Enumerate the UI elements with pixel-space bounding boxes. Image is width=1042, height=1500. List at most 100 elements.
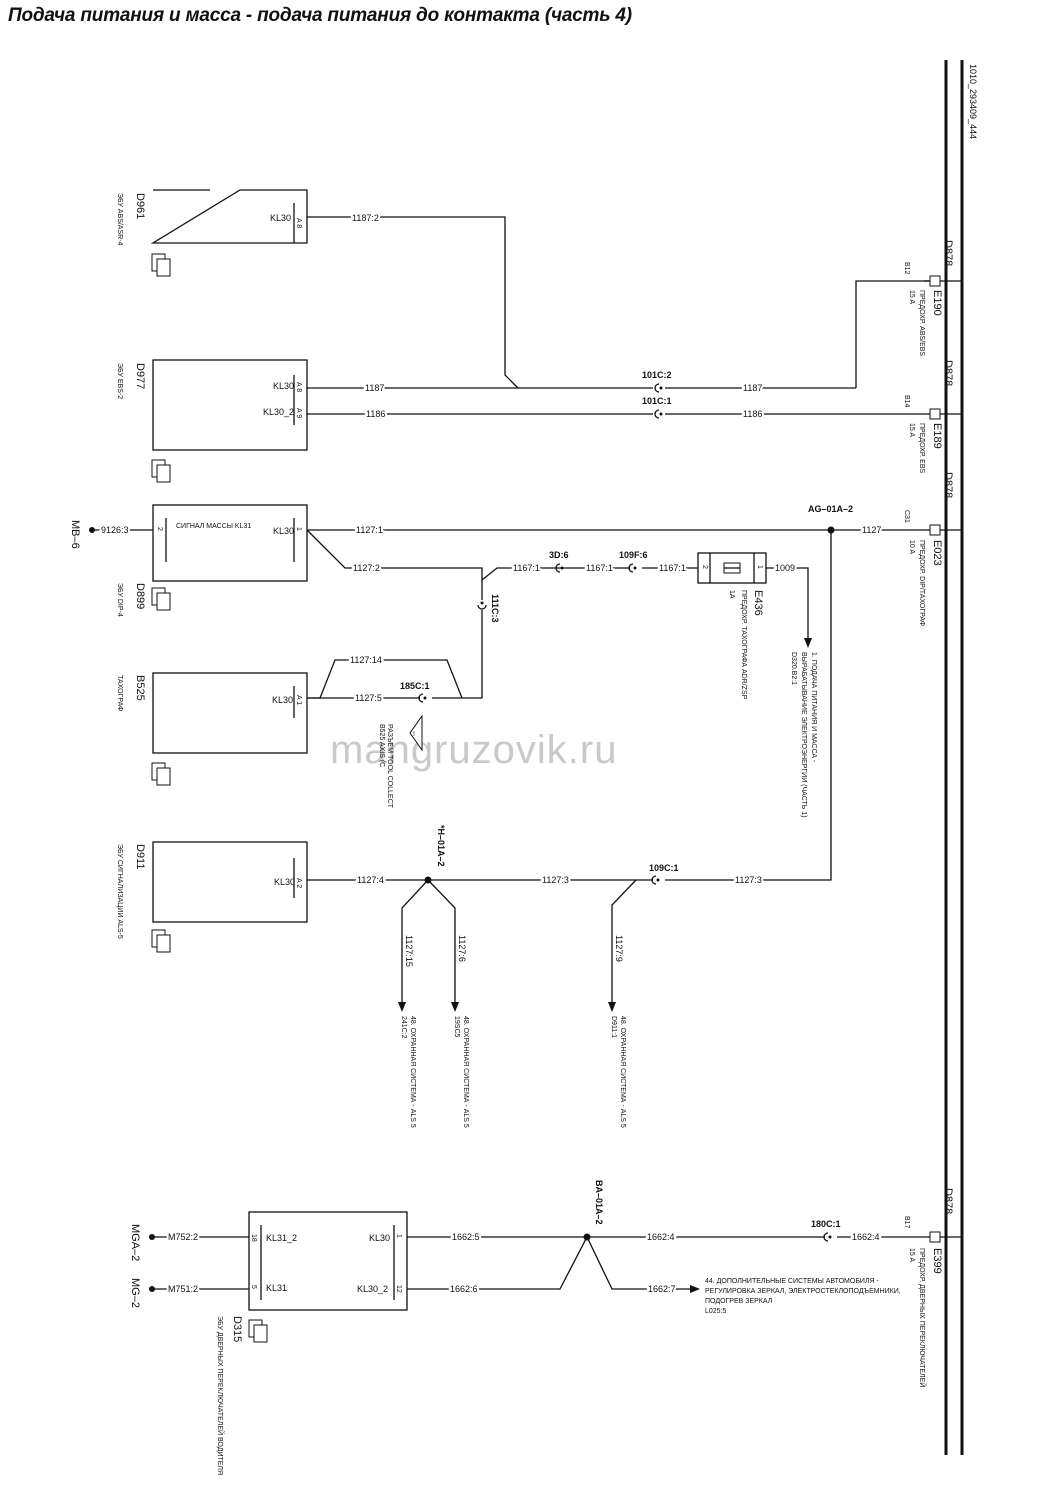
svg-text:1127:1: 1127:1 (356, 525, 383, 535)
fuse-e399[interactable]: B17 D878 E399 15 A ПРЕДОХР. ДВЕРНЫХ ПЕРЕ… (903, 1188, 962, 1387)
svg-text:M752:2: M752:2 (168, 1232, 198, 1242)
component-code: D315 (231, 1316, 243, 1342)
terminal-label: KL30 (369, 1233, 390, 1243)
ref-text: D320.B2:1 (790, 652, 797, 685)
connector-icon (823, 1232, 832, 1242)
wire-1186: 1186 1186 101C:1 (307, 396, 930, 421)
svg-text:C31: C31 (903, 510, 910, 523)
pin-label: 18 (250, 1234, 257, 1242)
wire-1127-2: 1127:2 111C:3 (306, 529, 550, 699)
pin-label: 2 (156, 527, 163, 531)
pin-label: 1 (395, 1234, 402, 1238)
component-d899[interactable]: СИГНАЛ МАССЫ KL31 KL30 2 1 D899 ЭБУ DIP-… (116, 504, 308, 617)
wire-1009: 1009 1. ПОДАЧА ПИТАНИЯ И МАССА - ВЫРАБАТ… (766, 561, 817, 818)
connector-icon (651, 875, 660, 885)
svg-text:1186: 1186 (366, 409, 385, 419)
terminal-label: KL30 (274, 877, 295, 887)
component-desc: ЭБУ СИГНАЛИЗАЦИИ ALS-5 (116, 844, 123, 939)
svg-text:M751:2: M751:2 (168, 1284, 198, 1294)
svg-text:1662:4: 1662:4 (852, 1232, 880, 1242)
terminal-label: KL30 (270, 213, 291, 223)
fuse-rating: 15 A (908, 290, 915, 304)
component-code: B525 (134, 675, 146, 701)
component-code: D899 (134, 583, 146, 609)
fuse-rating: 1A (728, 590, 735, 599)
svg-text:9126:3: 9126:3 (101, 525, 129, 535)
svg-text:1127:3: 1127:3 (542, 875, 569, 885)
svg-text:1187: 1187 (743, 383, 762, 393)
component-code: D961 (134, 193, 146, 219)
svg-text:1127: 1127 (862, 525, 881, 535)
wire-1127-5: 1127:14 1127:5 185C:1 ! РАЗЪЕМ TOOL COLL… (307, 653, 463, 809)
ref-text: 241C:2 (400, 1016, 407, 1039)
wire-1167-1: 1167:1 1167:1 1167:1 3D:6 109F:6 (511, 550, 698, 575)
ref-text: 44. ДОПОЛНИТЕЛЬНЫЕ СИСТЕМЫ АВТОМОБИЛЯ - (705, 1278, 880, 1285)
svg-text:1127:9: 1127:9 (614, 935, 624, 962)
svg-text:2: 2 (701, 565, 708, 569)
ref-text: 19SC5 (453, 1016, 460, 1038)
connector-icon (654, 383, 663, 393)
power-bus: 1010_293409_444 (944, 60, 978, 1455)
fuse-e023[interactable]: C31 D878 E023 10 A ПРЕДОХР. DIP/ТАХОГРАФ (903, 472, 962, 626)
fuse-e436[interactable]: 2 1 E436 ПРЕДОХР. ТАХОГРАФА ADR/ZSP 1A (697, 552, 767, 700)
svg-text:1127:14: 1127:14 (350, 655, 382, 665)
pin-label: A 1 (295, 695, 302, 705)
component-desc: ЭБУ ABS/ASR-4 (116, 193, 123, 246)
component-d961[interactable]: KL30 A 8 D961 ЭБУ ABS/ASR-4 (116, 189, 308, 277)
terminal-label: СИГНАЛ МАССЫ KL31 (176, 523, 251, 530)
ref-text: L025:5 (705, 1308, 727, 1315)
ref-text: D911:1 (610, 1016, 617, 1038)
pin-label: 12 (395, 1285, 402, 1293)
connector-icon (418, 693, 427, 703)
splice-label: BA–01A–2 (594, 1180, 604, 1225)
connector-label: 111C:3 (490, 594, 500, 623)
terminal-label: KL30_2 (357, 1284, 388, 1294)
bus-label: D878 (942, 240, 954, 266)
connector-label: 180C:1 (811, 1219, 841, 1229)
ref-text: ВЫРАБАТЫВАНИЕ ЭЛЕКТРОЭНЕРГИИ (ЧАСТЬ 1) (800, 652, 807, 818)
svg-text:1662:6: 1662:6 (450, 1284, 478, 1294)
svg-text:1662:4: 1662:4 (647, 1232, 675, 1242)
component-d977[interactable]: KL30 KL30_2 A 8 A 9 D977 ЭБУ EBS-2 (116, 359, 308, 483)
component-desc: ТАХОГРАФ (116, 675, 123, 711)
connector-icon (477, 601, 487, 610)
ref-text: 48. ОХРАННАЯ СИСТЕМА - ALS 5 (462, 1016, 469, 1128)
pin-label: A 9 (295, 408, 302, 418)
connector-icon (628, 563, 637, 573)
component-d911[interactable]: KL30 A 2 D911 ЭБУ СИГНАЛИЗАЦИИ ALS-5 (116, 841, 308, 953)
connector-label: 109F:6 (619, 550, 648, 560)
ref-text: B525 AXIS (С (378, 724, 385, 767)
pin-label: A 8 (295, 382, 302, 392)
svg-text:1127:15: 1127:15 (404, 935, 414, 967)
svg-text:B12: B12 (903, 262, 910, 275)
connector-icon (654, 409, 663, 419)
document-icon (151, 459, 171, 483)
document-icon (151, 929, 171, 953)
fuse-desc: ПРЕДОХР. ТАХОГРАФА ADR/ZSP (740, 590, 747, 700)
fuse-desc: ПРЕДОХР. ABS/EBS (918, 290, 925, 356)
fuse-e190[interactable]: B12 D878 E190 15 A ПРЕДОХР. ABS/EBS (903, 240, 962, 356)
connector-label: 101C:1 (642, 396, 672, 406)
ref-text: ПОДОГРЕВ ЗЕРКАЛ (705, 1298, 773, 1305)
fuse-e189[interactable]: B14 D878 E189 15 A ПРЕДОХР. EBS (903, 360, 962, 473)
fuse-rating: 10 A (908, 540, 915, 554)
bus-label: D878 (942, 472, 954, 498)
wire-1187: 1187 1187 101C:2 (307, 280, 930, 395)
component-b525[interactable]: KL30 A 1 B525 ТАХОГРАФ (116, 672, 308, 786)
component-desc: ЭБУ ДВЕРНЫХ ПЕРЕКЛЮЧАТЕЛЕЙ ВОДИТЕЛЯ (216, 1316, 225, 1475)
watermark: mangruzovik.ru (330, 728, 618, 772)
ref-text: 48. ОХРАННАЯ СИСТЕМА - ALS 5 (619, 1016, 626, 1128)
wire-1127-4: 1127:4 1127:3 1127:3 109C:1 *H–01A–2 112… (307, 825, 764, 1128)
terminal-label: KL30_2 (263, 407, 294, 417)
component-d315[interactable]: KL31_2 KL31 KL30 KL30_2 18 5 1 12 D315 Э… (216, 1211, 408, 1475)
document-icon (151, 253, 171, 277)
document-icon (151, 587, 171, 611)
connector-icon (555, 563, 564, 573)
page-title: Подача питания и масса - подача питания … (8, 5, 632, 26)
fuse-rating: 15 A (908, 1248, 915, 1262)
svg-text:!: ! (413, 731, 415, 738)
ground-mg2: M751:2 MG–2 (129, 1278, 249, 1308)
bus-label: D878 (942, 1188, 954, 1214)
component-desc: ЭБУ EBS-2 (116, 363, 123, 399)
